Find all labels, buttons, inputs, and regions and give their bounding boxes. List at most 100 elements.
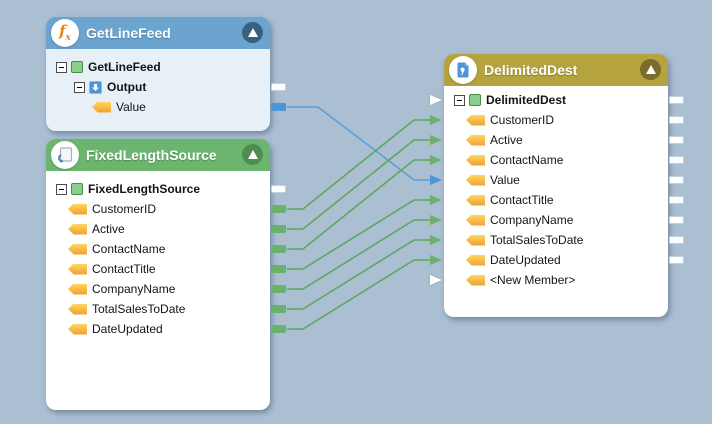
getlinefeed-titlebar[interactable]: fx GetLineFeed (46, 17, 270, 49)
tree-row-dateupdated[interactable]: DateUpdated (46, 319, 286, 339)
input-connector-connected[interactable] (430, 175, 442, 185)
field-tag-icon (466, 154, 485, 166)
delimited-file-icon (449, 56, 477, 84)
component-fixedlengthsource[interactable]: FixedLengthSource FixedLengthSource Cust… (46, 139, 286, 410)
tree-row-contacttitle[interactable]: ContactTitle (430, 190, 684, 210)
output-connector[interactable] (669, 136, 684, 144)
field-tag-icon (466, 134, 485, 146)
tree-row-companyname[interactable]: CompanyName (46, 279, 286, 299)
connection-FixedLengthSource.DateUpdated-to-DelimitedDest.DateUpdated[interactable] (287, 259, 431, 330)
input-connector-connected[interactable] (430, 215, 442, 225)
input-connector-connected[interactable] (430, 235, 442, 245)
output-connector-connected[interactable] (271, 265, 286, 273)
collapse-minus-icon[interactable] (454, 94, 465, 106)
field-tag-icon (466, 234, 485, 246)
field-tag-icon (68, 243, 87, 255)
component-title: GetLineFeed (86, 25, 171, 41)
output-node-icon (89, 80, 102, 94)
output-connector[interactable] (669, 196, 684, 204)
field-tag-icon (68, 283, 87, 295)
delimiteddest-titlebar[interactable]: DelimitedDest (444, 54, 668, 86)
connection-FixedLengthSource.CompanyName-to-DelimitedDest.CompanyName[interactable] (287, 219, 431, 290)
tree-row-active[interactable]: Active (46, 219, 286, 239)
input-connector-connected[interactable] (430, 115, 442, 125)
tree-row-contactname[interactable]: ContactName (46, 239, 286, 259)
field-tag-icon (68, 223, 87, 235)
tree-row-companyname[interactable]: CompanyName (430, 210, 684, 230)
tree-row-delimiteddest-root[interactable]: DelimitedDest (430, 90, 684, 110)
tree-row-active[interactable]: Active (430, 130, 684, 150)
input-connector-connected[interactable] (430, 255, 442, 265)
tree-row-contactname[interactable]: ContactName (430, 150, 684, 170)
tree-row-customerid[interactable]: CustomerID (430, 110, 684, 130)
function-icon: fx (51, 19, 79, 47)
input-connector-connected[interactable] (430, 135, 442, 145)
output-connector[interactable] (669, 216, 684, 224)
fixedlengthsource-titlebar[interactable]: FixedLengthSource (46, 139, 270, 171)
tree-row-totalsalestodate[interactable]: TotalSalesToDate (430, 230, 684, 250)
output-connector-connected[interactable] (271, 103, 286, 111)
input-connector[interactable] (430, 95, 442, 105)
component-title: DelimitedDest (484, 62, 578, 78)
field-tag-icon (68, 263, 87, 275)
tree-row-value[interactable]: Value (46, 97, 286, 117)
tree-row-new-member[interactable]: <New Member> (430, 270, 668, 290)
output-connector[interactable] (669, 236, 684, 244)
output-connector-connected[interactable] (271, 305, 286, 313)
collapse-minus-icon[interactable] (74, 81, 85, 93)
tree-row-customerid[interactable]: CustomerID (46, 199, 286, 219)
connection-FixedLengthSource.CustomerID-to-DelimitedDest.CustomerID[interactable] (287, 119, 431, 210)
tree-row-output[interactable]: Output (46, 77, 286, 97)
tree-row-value[interactable]: Value (430, 170, 684, 190)
connection-FixedLengthSource.ContactTitle-to-DelimitedDest.ContactTitle[interactable] (287, 199, 431, 270)
tree-row-dateupdated[interactable]: DateUpdated (430, 250, 684, 270)
output-connector-connected[interactable] (271, 285, 286, 293)
output-connector[interactable] (271, 185, 286, 193)
input-connector-connected[interactable] (430, 155, 442, 165)
output-connector[interactable] (669, 116, 684, 124)
output-connector-connected[interactable] (271, 325, 286, 333)
tree-row-fixedlengthsource-root[interactable]: FixedLengthSource (46, 179, 286, 199)
field-tag-icon (68, 203, 87, 215)
tree-row-totalsalestodate[interactable]: TotalSalesToDate (46, 299, 286, 319)
output-connector-connected[interactable] (271, 205, 286, 213)
output-connector[interactable] (669, 96, 684, 104)
collapse-button[interactable] (242, 22, 263, 43)
connection-FixedLengthSource.Active-to-DelimitedDest.Active[interactable] (287, 139, 431, 230)
connection-FixedLengthSource.TotalSalesToDate-to-DelimitedDest.TotalSalesToDate[interactable] (287, 239, 431, 310)
collapse-minus-icon[interactable] (56, 61, 67, 73)
source-file-icon (51, 141, 79, 169)
triangle-up-icon (645, 65, 656, 74)
component-getlinefeed[interactable]: fx GetLineFeed GetLineFeed Output (46, 17, 286, 131)
input-connector[interactable] (430, 275, 442, 285)
tree-row-contacttitle[interactable]: ContactTitle (46, 259, 286, 279)
field-tag-icon (466, 274, 485, 286)
component-title: FixedLengthSource (86, 147, 217, 163)
collapse-button[interactable] (640, 59, 661, 80)
connection-GetLineFeed.Value-to-DelimitedDest.Value[interactable] (287, 106, 431, 181)
output-connector[interactable] (271, 83, 286, 91)
output-connector-connected[interactable] (271, 225, 286, 233)
connection-FixedLengthSource.ContactName-to-DelimitedDest.ContactName[interactable] (287, 159, 431, 250)
field-tag-icon (466, 254, 485, 266)
tree-row-getlinefeed-root[interactable]: GetLineFeed (46, 57, 270, 77)
triangle-up-icon (247, 28, 258, 37)
output-connector[interactable] (669, 176, 684, 184)
output-connector[interactable] (669, 256, 684, 264)
field-tag-icon (68, 303, 87, 315)
field-tag-icon (68, 323, 87, 335)
element-node-icon (71, 61, 83, 73)
triangle-up-icon (247, 150, 258, 159)
collapse-minus-icon[interactable] (56, 183, 67, 195)
input-connector-connected[interactable] (430, 195, 442, 205)
field-tag-icon (466, 194, 485, 206)
output-connector[interactable] (669, 156, 684, 164)
field-tag-icon (466, 174, 485, 186)
element-node-icon (469, 94, 481, 106)
output-connector-connected[interactable] (271, 245, 286, 253)
component-delimiteddest[interactable]: DelimitedDest DelimitedDest CustomerID (430, 54, 684, 317)
collapse-button[interactable] (242, 144, 263, 165)
value-tag-icon (92, 101, 111, 113)
